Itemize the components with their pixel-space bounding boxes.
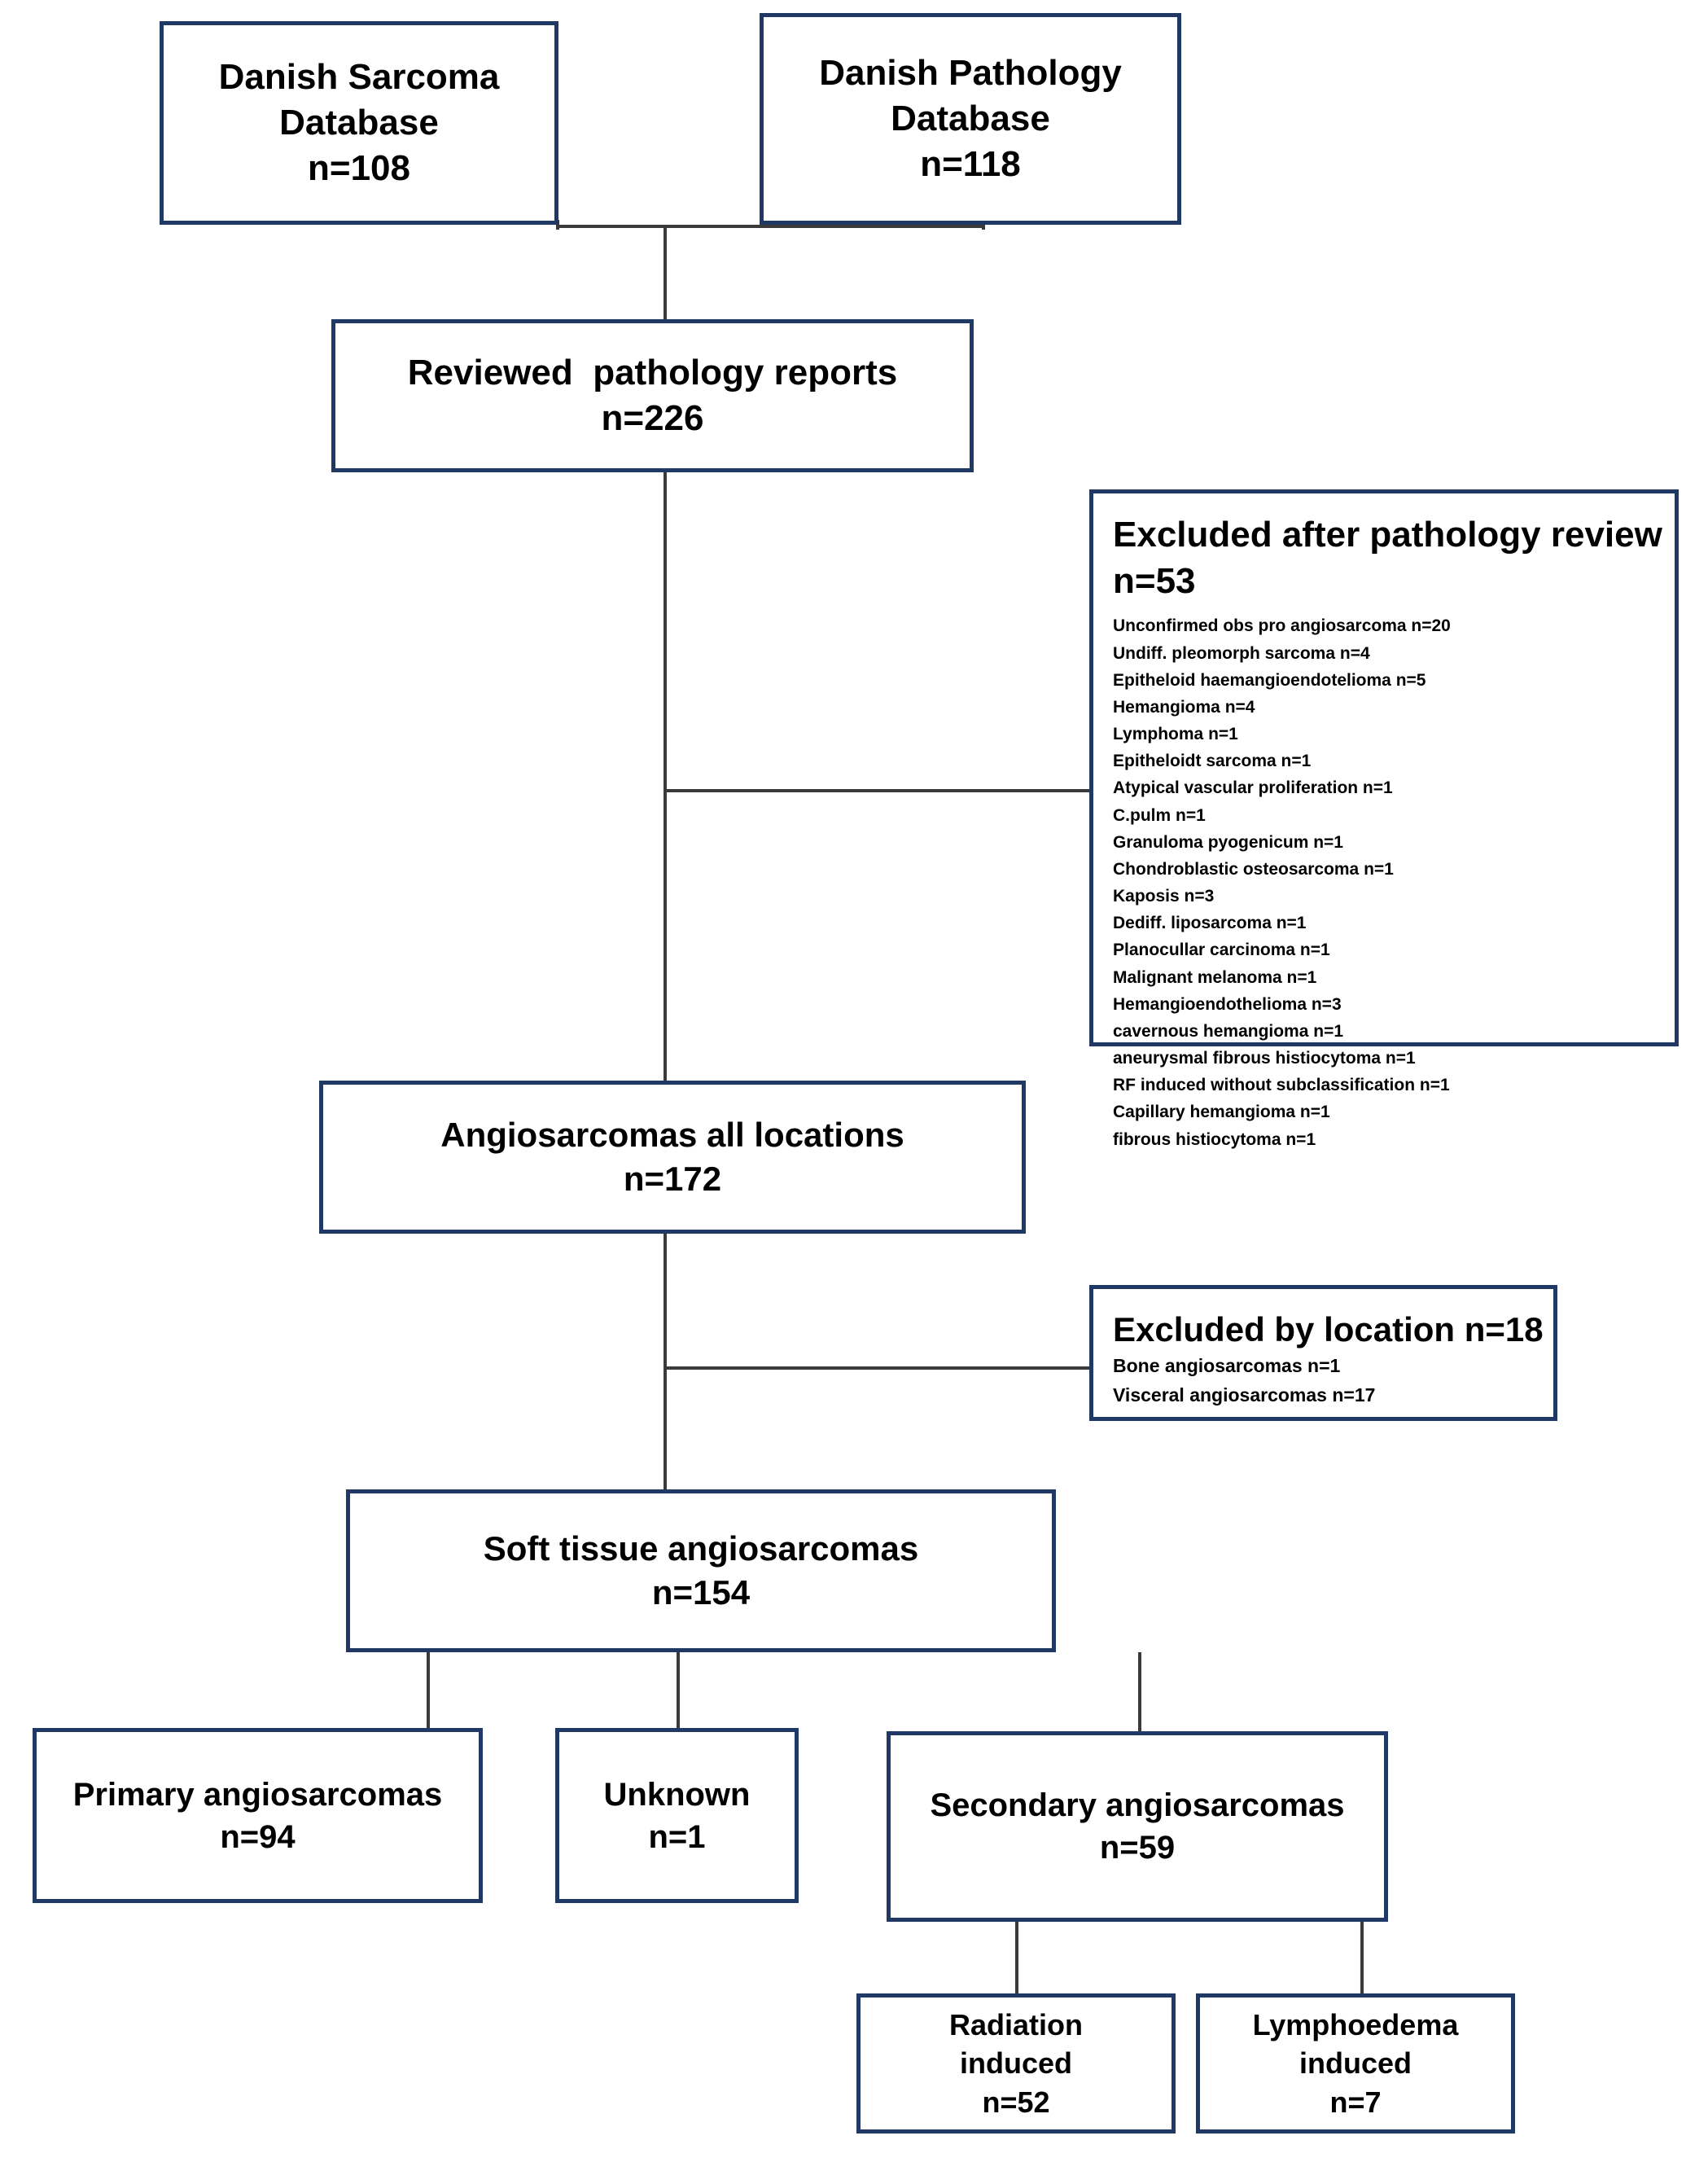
excluded-pathology-list: Unconfirmed obs pro angiosarcoma n=20 Un… xyxy=(1113,604,1451,1152)
connector-softtissue-to-unknown xyxy=(677,1652,680,1733)
node-line: Soft tissue angiosarcomas xyxy=(483,1529,919,1568)
node-unknown[interactable]: Unknown n=1 xyxy=(555,1728,799,1903)
list-item: Epitheloid haemangioendotelioma n=5 xyxy=(1113,670,1426,690)
node-count: n=154 xyxy=(651,1573,751,1612)
list-item: Unconfirmed obs pro angiosarcoma n=20 xyxy=(1113,616,1451,636)
node-line: Radiation xyxy=(948,2007,1083,2041)
list-item: Bone angiosarcomas n=1 xyxy=(1113,1354,1341,1376)
node-primary-angiosarcomas[interactable]: Primary angiosarcomas n=94 xyxy=(33,1728,483,1903)
node-count: n=52 xyxy=(982,2085,1050,2119)
list-item: Atypical vascular proliferation n=1 xyxy=(1113,778,1393,798)
node-count: n=7 xyxy=(1329,2085,1382,2119)
list-item: Planocullar carcinoma n=1 xyxy=(1113,941,1330,960)
list-item: Lymphoma n=1 xyxy=(1113,725,1238,744)
node-line: Angiosarcomas all locations xyxy=(440,1116,904,1155)
node-count: n=59 xyxy=(1099,1830,1176,1866)
node-reviewed-pathology-reports[interactable]: Reviewed pathology reports n=226 xyxy=(331,319,974,472)
connector-secondary-to-lymphoedema xyxy=(1360,1922,1364,1997)
node-count: n=1 xyxy=(648,1818,706,1855)
list-item: Capillary hemangioma n=1 xyxy=(1113,1103,1330,1122)
node-line: induced xyxy=(1299,2046,1412,2081)
node-line: Secondary angiosarcomas xyxy=(930,1787,1345,1823)
connector-branch-excluded-pathology xyxy=(663,789,1091,792)
node-line: Unknown xyxy=(603,1776,751,1813)
node-count: n=226 xyxy=(601,398,704,438)
node-line: Reviewed pathology reports xyxy=(407,352,898,392)
node-line: induced xyxy=(959,2046,1072,2081)
list-item: Hemangioendothelioma n=3 xyxy=(1113,994,1342,1014)
node-count: n=108 xyxy=(308,148,410,189)
connector-secondary-to-radiation xyxy=(1015,1922,1018,1997)
node-count: n=118 xyxy=(920,144,1021,185)
node-count: n=94 xyxy=(220,1818,296,1855)
list-item: Granuloma pyogenicum n=1 xyxy=(1113,832,1343,852)
list-item: C.pulm n=1 xyxy=(1113,805,1206,825)
list-item: RF induced without subclassification n=1 xyxy=(1113,1076,1450,1095)
node-angiosarcomas-all-locations[interactable]: Angiosarcomas all locations n=172 xyxy=(319,1081,1026,1234)
node-lymphoedema-induced[interactable]: Lymphoedema induced n=7 xyxy=(1196,1993,1515,2133)
connector-to-reviewed xyxy=(663,225,667,321)
node-line: Lymphoedema xyxy=(1252,2007,1459,2041)
connector-softtissue-to-secondary xyxy=(1138,1652,1141,1733)
node-count: n=172 xyxy=(623,1160,722,1198)
node-secondary-angiosarcomas[interactable]: Secondary angiosarcomas n=59 xyxy=(887,1731,1388,1922)
node-line: Primary angiosarcomas xyxy=(72,1776,443,1813)
node-excluded-after-pathology-review[interactable]: Excluded after pathology review n=53 Unc… xyxy=(1089,489,1679,1149)
excluded-pathology-count: n=53 xyxy=(1113,561,1196,602)
connector-pathology-down xyxy=(982,220,985,230)
connector-databases-horizontal xyxy=(556,225,985,228)
list-item: Epitheloidt sarcoma n=1 xyxy=(1113,752,1312,771)
node-excluded-by-location[interactable]: Excluded by location n=18 Bone angiosarc… xyxy=(1089,1285,1557,1421)
list-item: cavernous hemangioma n=1 xyxy=(1113,1021,1344,1041)
list-item: Dediff. liposarcoma n=1 xyxy=(1113,914,1307,933)
list-item: aneurysmal fibrous histiocytoma n=1 xyxy=(1113,1049,1416,1068)
connector-angiosarcomas-to-softtissue xyxy=(663,1234,667,1494)
list-item: Undiff. pleomorph sarcoma n=4 xyxy=(1113,643,1370,663)
node-danish-sarcoma-database[interactable]: Danish Sarcoma Database n=108 xyxy=(160,21,558,225)
node-line: Danish Sarcoma xyxy=(218,56,500,97)
list-item: Chondroblastic osteosarcoma n=1 xyxy=(1113,859,1394,879)
node-line: Database xyxy=(279,102,439,143)
excluded-location-list: Bone angiosarcomas n=1 Visceral angiosar… xyxy=(1113,1352,1375,1410)
list-item: Kaposis n=3 xyxy=(1113,887,1215,906)
list-item: Hemangioma n=4 xyxy=(1113,697,1255,717)
list-item: Malignant melanoma n=1 xyxy=(1113,967,1317,987)
connector-branch-excluded-location xyxy=(663,1366,1093,1370)
list-item: Visceral angiosarcomas n=17 xyxy=(1113,1384,1376,1406)
excluded-pathology-heading: Excluded after pathology review xyxy=(1113,515,1662,555)
connector-softtissue-to-primary xyxy=(427,1652,430,1733)
node-line: Danish Pathology xyxy=(819,52,1122,93)
node-line: Database xyxy=(891,98,1050,138)
node-soft-tissue-angiosarcomas[interactable]: Soft tissue angiosarcomas n=154 xyxy=(346,1489,1056,1652)
node-danish-pathology-database[interactable]: Danish Pathology Database n=118 xyxy=(760,13,1181,225)
node-radiation-induced[interactable]: Radiation induced n=52 xyxy=(856,1993,1176,2133)
connector-reviewed-to-angiosarcomas xyxy=(663,472,667,1087)
excluded-location-heading: Excluded by location n=18 xyxy=(1113,1310,1544,1349)
list-item: fibrous histiocytoma n=1 xyxy=(1113,1129,1316,1149)
